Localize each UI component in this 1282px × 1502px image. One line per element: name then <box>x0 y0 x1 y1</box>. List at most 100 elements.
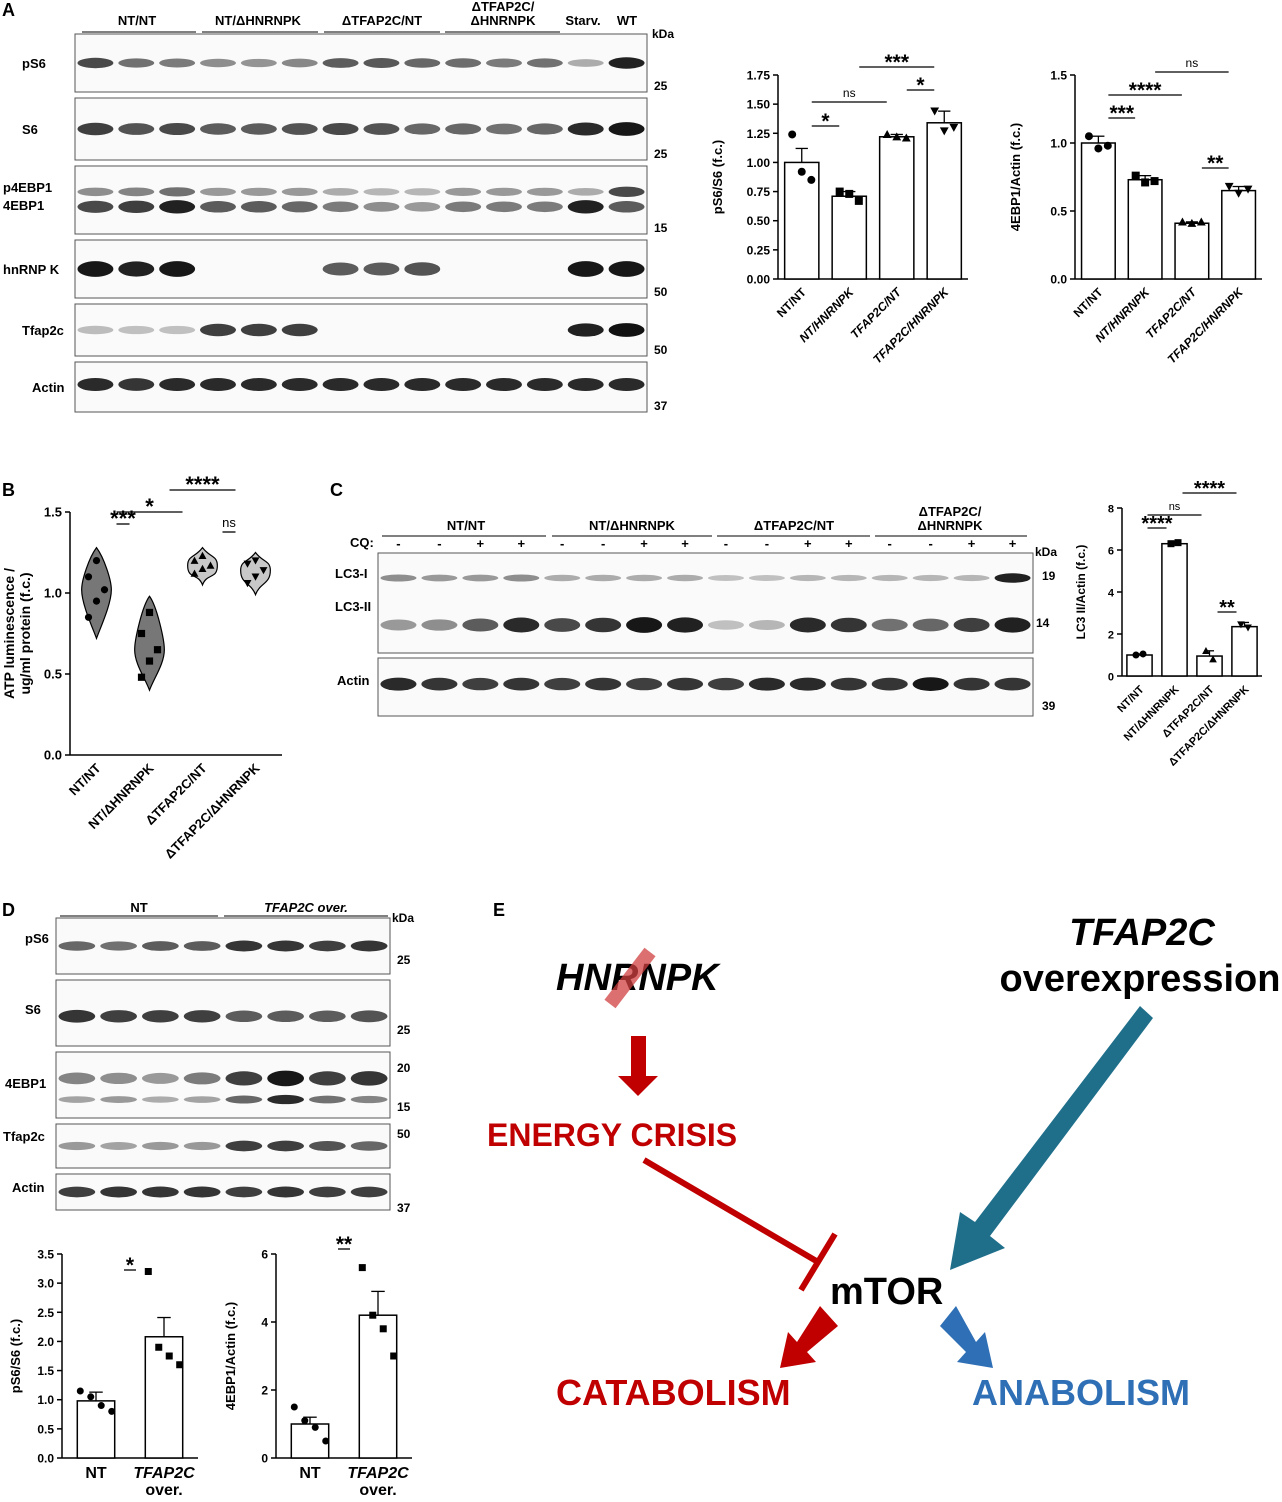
energy-crisis-label: ENERGY CRISIS <box>487 1117 737 1153</box>
cq-sign: - <box>928 536 932 551</box>
blot-a-p4ebp1-band <box>567 200 604 214</box>
data-point <box>379 1325 387 1333</box>
blot-d-ps6 <box>55 917 391 975</box>
blot-a-actin-band <box>77 377 114 392</box>
blot-c-lc3-band <box>380 619 417 631</box>
data-point <box>1167 540 1175 548</box>
y-tick-label: 1.5 <box>37 1364 54 1378</box>
kda-marker: 20 <box>397 1061 411 1075</box>
cq-label: CQ: <box>350 535 374 550</box>
blot-c-lc3-band <box>953 617 990 633</box>
significance-label: ns <box>1169 501 1181 513</box>
kda-marker: 25 <box>397 1023 411 1037</box>
blot-d-s6-band <box>267 1010 304 1023</box>
blot-a-s6-band <box>526 123 563 135</box>
blot-d-s6 <box>55 979 391 1047</box>
blot-a-ps6-band <box>118 58 155 68</box>
cq-sign: + <box>1009 536 1017 551</box>
blot-c-lc3-band <box>667 574 704 582</box>
y-tick-label: 0.75 <box>747 185 771 199</box>
blot-c-actin-band <box>912 677 949 691</box>
y-tick-label: 1.75 <box>747 69 771 83</box>
blot-d-ps6-band <box>142 941 179 951</box>
y-axis-label: pS6/S6 (f.c.) <box>8 1319 23 1393</box>
data-point <box>84 613 93 621</box>
c-group-nt-dhnrnpk: NT/ΔHNRNPK <box>589 518 676 533</box>
panel-letter-d: D <box>2 900 15 920</box>
significance-label: ** <box>1207 152 1224 175</box>
blot-a-hnrnpk-band <box>608 261 645 277</box>
blot-label: p4EBP1 <box>3 180 52 195</box>
c-group-dtfap2c-nt: ΔTFAP2C/NT <box>754 518 834 533</box>
y-axis-label: 4EBP1/Actin (f.c.) <box>1008 123 1023 231</box>
knockout-strike <box>604 947 656 1009</box>
cq-sign: - <box>601 536 605 551</box>
blot-label: S6 <box>25 1002 41 1017</box>
mtor-label: mTOR <box>830 1271 943 1313</box>
significance-label: ns <box>843 86 856 100</box>
kda-marker: 19 <box>1042 569 1056 583</box>
blot-a-s6-band <box>486 123 522 135</box>
blot-d-s6-band <box>142 1010 179 1023</box>
significance-label: **** <box>185 472 220 497</box>
y-tick-label: 3.0 <box>37 1277 54 1291</box>
y-axis-label: ATP luminescence / <box>1 568 17 699</box>
blot-a-s6-band <box>567 122 604 136</box>
blot-c-lc3-band <box>462 574 499 582</box>
data-point <box>206 561 215 569</box>
blot-a-hnrnpk <box>74 239 648 299</box>
kda-marker: 39 <box>1042 699 1056 713</box>
blot-c-actin-band <box>380 677 417 691</box>
y-axis-label: 4EBP1/Actin (f.c.) <box>223 1302 238 1410</box>
blot-d-tfap2c-band <box>183 1141 221 1151</box>
blot-a-p4ebp1-band <box>486 201 522 213</box>
category-label: NT <box>299 1465 321 1482</box>
kda-marker: 50 <box>397 1127 411 1141</box>
blot-d-4ebp1-band <box>267 1070 304 1087</box>
data-point <box>1224 182 1234 191</box>
blot-c-lc3-band <box>462 618 499 632</box>
category-label: ΔTFAP2C/ΔHNRNPK <box>162 760 263 861</box>
group-nt-dhnrnpk: NT/ΔHNRNPK <box>215 13 302 28</box>
blot-a-ps6-band <box>363 58 400 68</box>
data-point <box>198 564 207 572</box>
bar <box>1127 178 1163 280</box>
blot-a-actin-band <box>159 377 196 392</box>
overexpression-label: overexpression <box>1000 958 1281 1000</box>
bar <box>878 136 915 280</box>
blot-a-actin-band <box>486 377 522 392</box>
bar <box>358 1314 398 1459</box>
kda-marker: 50 <box>654 285 668 299</box>
c-group-nt-nt: NT/NT <box>447 518 485 533</box>
blot-d-ps6-band <box>183 941 221 951</box>
blot-a-p4ebp1-band <box>159 200 196 214</box>
blot-c-lc3-band <box>421 619 458 631</box>
blot-a-ps6-band <box>608 57 645 69</box>
y-tick-label: 0.50 <box>747 214 771 228</box>
blot-d-4ebp1-band <box>142 1072 179 1084</box>
blot-a-ps6-band <box>526 58 563 68</box>
c-group-dhnrnpk: ΔHNRNPK <box>918 518 984 533</box>
y-tick-label: 0.25 <box>747 243 771 257</box>
bar <box>1080 142 1116 280</box>
blot-d-s6-band <box>183 1010 221 1023</box>
group-starv: Starv. <box>565 13 600 28</box>
blot-a-hnrnpk-band <box>77 261 114 277</box>
data-point <box>76 1387 84 1395</box>
group-nt-nt: NT/NT <box>118 13 156 28</box>
blot-label: hnRNP K <box>3 262 60 277</box>
data-point <box>390 1352 398 1360</box>
data-point <box>92 597 101 605</box>
category-label: NT <box>85 1465 107 1482</box>
blot-c-actin-band <box>994 677 1031 691</box>
blot-a-tfap2c-band <box>281 323 318 337</box>
y-tick-label: 1.5 <box>44 505 62 520</box>
data-point <box>1150 177 1159 186</box>
y-tick-label: 0.5 <box>1050 205 1067 219</box>
blot-d-ps6-band <box>225 940 263 952</box>
blot-d-4ebp1-band <box>100 1072 137 1085</box>
blot-a-actin <box>74 361 648 413</box>
